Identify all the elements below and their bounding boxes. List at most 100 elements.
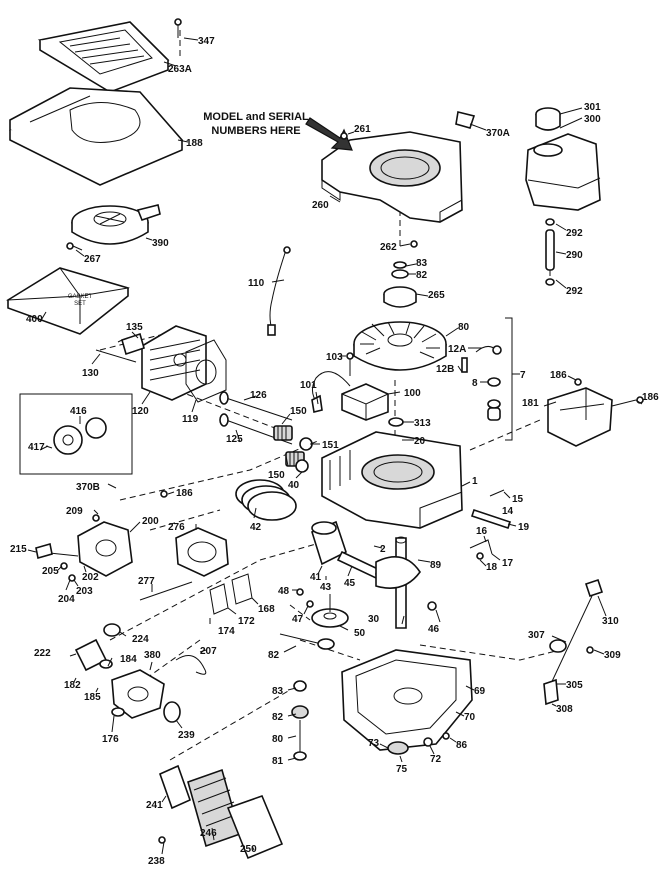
carburetor-bowl-assembly [74, 638, 165, 719]
screw-262 [410, 240, 418, 248]
callout-300: 300 [584, 114, 601, 125]
callout-267: 267 [84, 254, 101, 265]
callout-313: 313 [414, 418, 431, 429]
callout-101: 101 [300, 380, 317, 391]
flywheel-nut-stack [383, 261, 417, 308]
callout-370a: 370A [486, 128, 510, 139]
screw-186a [574, 378, 582, 386]
callout-70: 70 [464, 712, 476, 723]
oring-239 [163, 701, 181, 723]
model-serial-note-line2: NUMBERS HERE [211, 125, 300, 137]
callout-292a: 292 [566, 228, 583, 239]
screw-267 [66, 242, 83, 251]
callout-119: 119 [182, 414, 199, 425]
model-serial-note-line1: MODEL and SERIAL [203, 111, 309, 123]
callout-7: 7 [520, 370, 526, 381]
callout-185: 185 [84, 692, 101, 703]
callout-20: 20 [414, 436, 426, 447]
callout-46: 46 [428, 624, 440, 635]
governor-shaft [279, 633, 335, 650]
callout-182: 182 [64, 680, 81, 691]
piston-rings [235, 479, 297, 521]
callout-81: 81 [272, 756, 284, 767]
gasket-set-label-line2: SET [74, 301, 86, 307]
callout-186c: 186 [176, 488, 193, 499]
callout-310: 310 [602, 616, 619, 627]
callout-103: 103 [326, 352, 343, 363]
callout-203: 203 [76, 586, 93, 597]
callout-82c: 82 [272, 712, 284, 723]
callout-100: 100 [404, 388, 421, 399]
callout-1: 1 [472, 476, 478, 487]
callout-80a: 80 [458, 322, 470, 333]
callout-150b: 150 [268, 470, 285, 481]
pto-stack [291, 680, 309, 761]
callout-168: 168 [258, 604, 275, 615]
callout-172: 172 [238, 616, 255, 627]
callout-416: 416 [70, 406, 87, 417]
fuel-line [545, 218, 555, 286]
cylinder-block [321, 431, 463, 529]
callout-30: 30 [368, 614, 380, 625]
callout-18: 18 [486, 562, 498, 573]
screw-186c [160, 490, 168, 498]
callout-72: 72 [430, 754, 442, 765]
callout-200: 200 [142, 516, 159, 527]
gasket-set-label-line1: GASKET [68, 294, 93, 300]
callout-120: 120 [132, 406, 149, 417]
air-filter-assembly [158, 764, 284, 860]
gasket-set-box [6, 267, 130, 335]
callout-262: 262 [380, 242, 397, 253]
callout-82a: 82 [416, 270, 428, 281]
carburetor [39, 521, 133, 577]
callout-2: 2 [380, 544, 386, 555]
float-176 [111, 707, 125, 717]
callout-47: 47 [292, 614, 304, 625]
callout-83a: 83 [416, 258, 428, 269]
cam-gear [311, 594, 349, 628]
callout-215: 215 [10, 544, 27, 555]
callout-184: 184 [120, 654, 137, 665]
callout-224: 224 [132, 634, 149, 645]
callout-400: 400 [26, 314, 43, 325]
callout-307: 307 [528, 630, 545, 641]
callout-305: 305 [566, 680, 583, 691]
callout-380: 380 [144, 650, 161, 661]
callout-150a: 150 [290, 406, 307, 417]
callout-261: 261 [354, 124, 371, 135]
callout-126: 126 [250, 390, 267, 401]
head-gasket [185, 339, 227, 403]
oil-sump [341, 649, 473, 751]
head-bolt [95, 349, 137, 363]
blower-housing [321, 131, 463, 223]
callout-50: 50 [354, 628, 366, 639]
callout-82b: 82 [268, 650, 280, 661]
callout-15: 15 [512, 494, 524, 505]
callout-186a: 186 [550, 370, 567, 381]
screw-347 [174, 18, 182, 38]
callout-188: 188 [186, 138, 203, 149]
callout-69: 69 [474, 686, 486, 697]
crankcase-bolts [296, 588, 437, 611]
governor-rod [139, 581, 193, 601]
callout-260: 260 [312, 200, 329, 211]
callout-17: 17 [502, 558, 514, 569]
valves [219, 391, 293, 445]
callout-186b: 186 [642, 392, 659, 403]
bolt-103 [346, 352, 354, 376]
callout-151: 151 [322, 440, 339, 451]
callout-347: 347 [198, 36, 215, 47]
callout-110: 110 [248, 278, 265, 289]
callout-48: 48 [278, 586, 290, 597]
decal-370b [107, 483, 117, 489]
governor-parts [461, 317, 513, 441]
callout-42: 42 [250, 522, 262, 533]
callout-80b: 80 [272, 734, 284, 745]
callout-292b: 292 [566, 286, 583, 297]
callout-204: 204 [58, 594, 75, 605]
callout-41: 41 [310, 572, 322, 583]
callout-222: 222 [34, 648, 51, 659]
recoil-starter [71, 204, 161, 245]
